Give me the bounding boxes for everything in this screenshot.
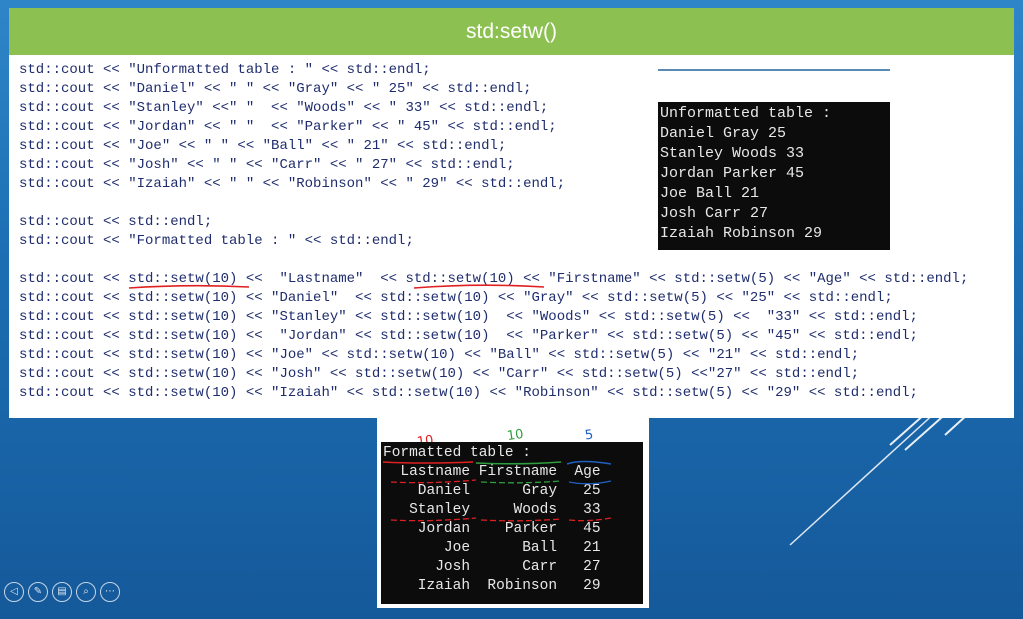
- code-line: std::cout << "Jordan" << " " << "Parker"…: [19, 119, 557, 135]
- code-line: std::cout << std::setw(10) << "Izaiah" <…: [19, 385, 918, 401]
- console-line: Izaiah Robinson 29: [383, 578, 601, 594]
- console-line: Joe Ball 21: [383, 540, 601, 556]
- code-line: std::cout << "Stanley" <<" " << "Woods" …: [19, 100, 549, 116]
- slide-title-bar: std:setw(): [9, 8, 1014, 55]
- console-line: Stanley Woods 33: [383, 502, 601, 518]
- console-line: Izaiah Robinson 29: [660, 225, 823, 242]
- code-line: std::cout << "Formatted table : " << std…: [19, 233, 414, 249]
- play-icon[interactable]: ◁: [4, 582, 24, 602]
- console-line: Unformatted table :: [660, 105, 832, 122]
- code-line: std::cout << std::endl;: [19, 214, 213, 230]
- zoom-icon[interactable]: ⌕: [76, 582, 96, 602]
- console-line: Daniel Gray 25: [660, 125, 787, 142]
- code-line: std::cout << std::setw(10) << "Josh" << …: [19, 366, 860, 382]
- code-line: std::cout << "Joe" << " " << "Ball" << "…: [19, 138, 507, 154]
- code-line: std::cout << "Unformatted table : " << s…: [19, 62, 431, 78]
- console-unformatted: Unformatted table : Daniel Gray 25 Stanl…: [658, 102, 890, 250]
- slide-title: std:setw(): [465, 19, 557, 43]
- code-line: std::cout << std::setw(10) << "Daniel" <…: [19, 290, 893, 306]
- console-line: Jordan Parker 45: [660, 165, 805, 182]
- console-line: Josh Carr 27: [383, 559, 601, 575]
- more-icon[interactable]: ⋯: [100, 582, 120, 602]
- code-line: std::cout << std::setw(10) << "Jordan" <…: [19, 328, 918, 344]
- console-unformatted-titlebar: [658, 69, 890, 104]
- console-line: Daniel Gray 25: [383, 483, 601, 499]
- console-line: Formatted table :: [383, 445, 531, 461]
- code-line: std::cout << "Josh" << " " << "Carr" << …: [19, 157, 515, 173]
- code-panel: std::cout << "Unformatted table : " << s…: [9, 55, 1014, 418]
- presentation-toolbar: ◁ ✎ ▤ ⌕ ⋯: [4, 582, 120, 604]
- console-line: Josh Carr 27: [660, 205, 769, 222]
- console-formatted: Formatted table : Lastname Firstname Age…: [381, 442, 643, 604]
- code-line: std::cout << std::setw(10) << "Joe" << s…: [19, 347, 860, 363]
- console-line: Joe Ball 21: [660, 185, 760, 202]
- code-line: std::cout << "Daniel" << " " << "Gray" <…: [19, 81, 532, 97]
- code-line: std::cout << "Izaiah" << " " << "Robinso…: [19, 176, 566, 192]
- code-line: std::cout << std::setw(10) << "Stanley" …: [19, 309, 918, 325]
- console-line: Lastname Firstname Age: [383, 464, 601, 480]
- code-line: std::cout << std::setw(10) << "Lastname"…: [19, 271, 969, 287]
- slides-icon[interactable]: ▤: [52, 582, 72, 602]
- console-line: Jordan Parker 45: [383, 521, 601, 537]
- console-line: Stanley Woods 33: [660, 145, 805, 162]
- pen-icon[interactable]: ✎: [28, 582, 48, 602]
